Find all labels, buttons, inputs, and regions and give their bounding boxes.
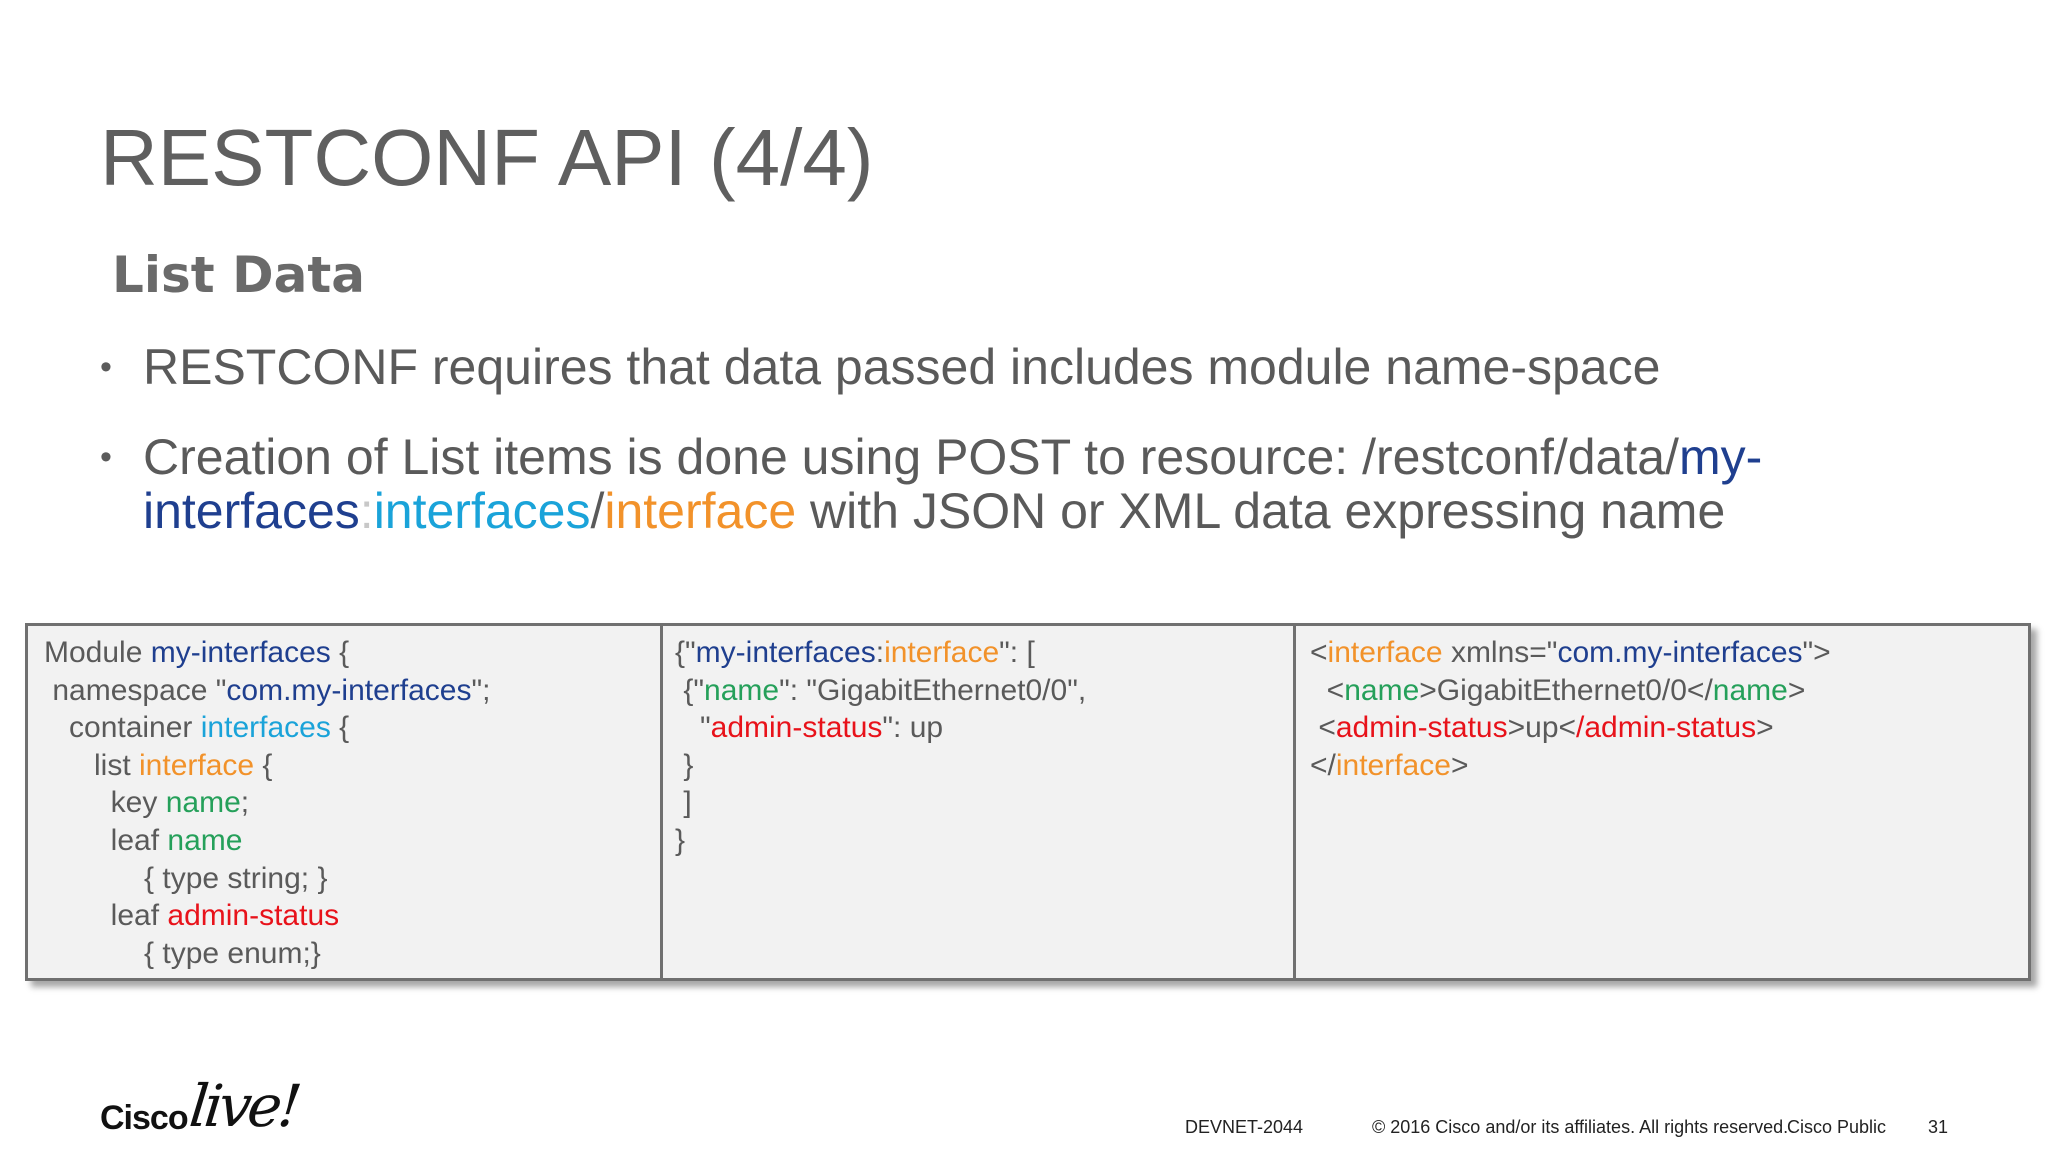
- code-line: { type enum;}: [44, 935, 660, 973]
- code-token: name: [167, 823, 243, 857]
- code-line: leaf admin-status: [44, 897, 660, 935]
- code-token: name: [165, 786, 241, 820]
- code-token: ";: [471, 673, 491, 707]
- slide-title: RESTCONF API (4/4): [100, 113, 874, 202]
- code-line: <interface xmlns="com.my-interfaces">: [1310, 634, 2028, 672]
- code-token: { type string; }: [44, 861, 328, 895]
- code-line: <admin-status>up</admin-status>: [1310, 709, 2028, 747]
- code-token: ">: [1802, 636, 1831, 669]
- code-token: admin-status: [167, 899, 340, 933]
- code-token: key: [44, 786, 166, 820]
- code-token: >: [1787, 673, 1806, 707]
- code-token: </: [1310, 748, 1336, 782]
- code-token: <: [1310, 711, 1336, 745]
- footer-session-id: DEVNET-2044: [1185, 1117, 1304, 1137]
- code-token: >: [1450, 748, 1469, 782]
- code-token: name: [1344, 673, 1420, 707]
- bullet-text-segment: RESTCONF requires that data passed inclu…: [143, 339, 1661, 395]
- code-token: >up<: [1507, 711, 1577, 745]
- code-token: leaf: [44, 823, 168, 857]
- code-token: container: [44, 711, 201, 745]
- code-line: { type string; }: [44, 860, 660, 898]
- code-token: ": "GigabitEthernet0/0",: [779, 673, 1087, 707]
- code-token: com.my-interfaces: [1557, 636, 1803, 669]
- code-line: {"name": "GigabitEthernet0/0",: [675, 672, 1293, 710]
- code-line: <name>GigabitEthernet0/0</name>: [1310, 672, 2028, 710]
- footer-classification: Cisco Public: [1787, 1117, 1887, 1137]
- code-token: :: [875, 636, 885, 669]
- bullet-dot-icon: •: [100, 348, 112, 386]
- code-token: namespace ": [44, 673, 227, 707]
- bullet-item: • RESTCONF requires that data passed incl…: [100, 340, 1880, 394]
- code-token: com.my-interfaces: [226, 673, 472, 707]
- code-token: leaf: [44, 899, 168, 933]
- code-line: Module my-interfaces {: [44, 634, 660, 672]
- bullet-item: • Creation of List items is done using PO…: [100, 430, 1880, 538]
- json-example-cell: {"my-interfaces:interface": [ {"name": "…: [660, 626, 1293, 978]
- code-token: <: [1310, 673, 1345, 707]
- slide-subtitle: List Data: [112, 246, 365, 304]
- bullet-text-segment: /: [590, 483, 605, 539]
- code-line: key name;: [44, 784, 660, 822]
- yang-model-cell: Module my-interfaces { namespace "com.my…: [28, 626, 660, 978]
- code-token: interface: [139, 748, 255, 782]
- bullet-text-segment: Creation of List items is done using POS…: [143, 429, 1679, 485]
- code-token: ": up: [882, 711, 944, 745]
- code-token: name: [704, 673, 780, 707]
- code-token: {": [675, 673, 705, 707]
- xml-example-cell: <interface xmlns="com.my-interfaces"> <n…: [1293, 626, 2028, 978]
- code-comparison-table: Module my-interfaces { namespace "com.my…: [25, 623, 2031, 981]
- code-line: }: [675, 747, 1293, 785]
- code-token: ;: [240, 786, 250, 820]
- bullet-list: • RESTCONF requires that data passed incl…: [100, 340, 1880, 574]
- code-token: <: [1310, 636, 1328, 669]
- code-token: ]: [675, 786, 692, 820]
- code-token: }: [675, 748, 694, 782]
- code-token: admin-status: [710, 711, 883, 745]
- cisco-live-logo: Cisco live!: [100, 1072, 301, 1140]
- code-token: admin-status: [1335, 711, 1508, 745]
- bullet-text-segment: :: [359, 483, 374, 539]
- bullet-dot-icon: •: [100, 438, 112, 476]
- code-token: {: [254, 748, 273, 782]
- code-token: }: [675, 823, 686, 857]
- code-line: {"my-interfaces:interface": [: [675, 634, 1293, 672]
- code-line: container interfaces {: [44, 709, 660, 747]
- bullet-text-segment: interfaces: [373, 483, 591, 539]
- code-line: list interface {: [44, 747, 660, 785]
- code-token: Module: [44, 636, 151, 669]
- bullet-text-segment: my-interfaces: [143, 429, 1763, 539]
- logo-cisco-text: Cisco: [100, 1099, 189, 1137]
- page-number: 31: [1928, 1117, 1949, 1137]
- code-token: ": [675, 711, 711, 745]
- code-token: my-interfaces: [150, 636, 331, 669]
- code-line: </interface>: [1310, 747, 2028, 785]
- code-line: }: [675, 822, 1293, 860]
- code-token: my-interfaces: [695, 636, 876, 669]
- code-token: {": [675, 636, 696, 669]
- code-line: namespace "com.my-interfaces";: [44, 672, 660, 710]
- code-token: {: [330, 711, 350, 745]
- code-token: >GigabitEthernet0/0</: [1419, 673, 1713, 707]
- code-token: /admin-status: [1576, 711, 1757, 745]
- code-token: >: [1756, 711, 1774, 745]
- code-token: interface: [884, 636, 1000, 669]
- logo-live-text: live!: [186, 1072, 301, 1140]
- code-token: ": [: [999, 636, 1035, 669]
- code-token: interfaces: [200, 711, 331, 745]
- code-line: "admin-status": up: [675, 709, 1293, 747]
- code-token: interface: [1335, 748, 1451, 782]
- code-line: leaf name: [44, 822, 660, 860]
- code-token: list: [44, 748, 140, 782]
- code-token: {: [330, 636, 350, 669]
- code-line: ]: [675, 784, 1293, 822]
- bullet-text-segment: interface: [604, 483, 797, 539]
- bullet-text-segment: with JSON or XML data expressing name: [796, 483, 1726, 539]
- code-token: name: [1712, 673, 1788, 707]
- code-token: interface: [1327, 636, 1443, 669]
- code-token: { type enum;}: [44, 936, 321, 970]
- code-token: xmlns=": [1442, 636, 1558, 669]
- footer-copyright: © 2016 Cisco and/or its affiliates. All …: [1372, 1117, 1789, 1137]
